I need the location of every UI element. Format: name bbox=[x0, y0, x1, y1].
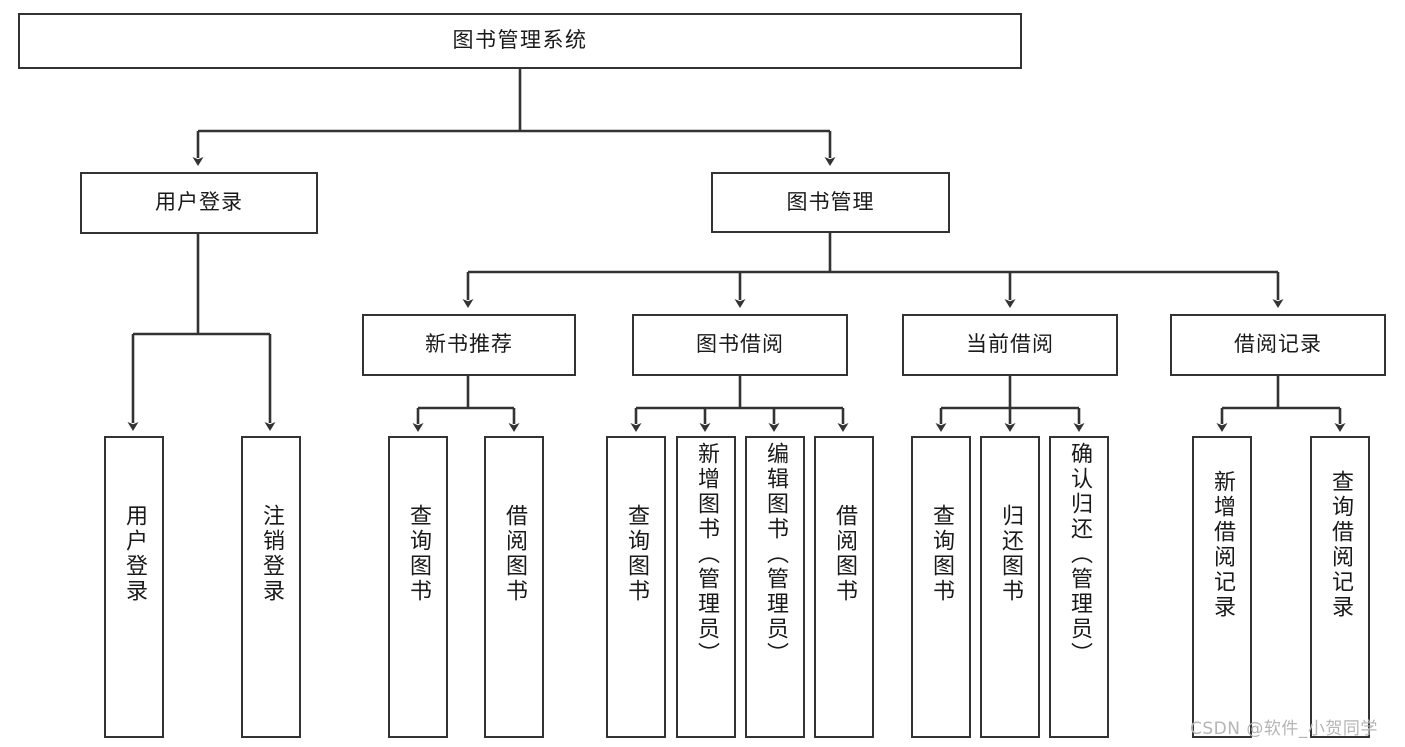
node-leaf-query-borrow-record[interactable]: 查询借阅记录 bbox=[1310, 436, 1370, 738]
node-leaf-add-borrow-record[interactable]: 新增借阅记录 bbox=[1192, 436, 1252, 738]
node-leaf-query-book-3-label: 查询图书 bbox=[929, 504, 954, 604]
node-new-book-recommend[interactable]: 新书推荐 bbox=[362, 314, 576, 376]
node-leaf-query-book-1-label: 查询图书 bbox=[406, 504, 431, 604]
node-leaf-return-book-label: 归还图书 bbox=[998, 504, 1023, 604]
node-leaf-edit-book-admin[interactable]: 编辑图书（管理员） bbox=[745, 436, 805, 738]
node-leaf-query-borrow-record-label: 查询借阅记录 bbox=[1328, 470, 1353, 620]
node-current-borrow-label: 当前借阅 bbox=[966, 332, 1054, 357]
node-leaf-add-borrow-record-label: 新增借阅记录 bbox=[1210, 470, 1235, 620]
node-user-login[interactable]: 用户登录 bbox=[80, 172, 318, 234]
node-leaf-borrow-book-1[interactable]: 借阅图书 bbox=[484, 436, 544, 738]
node-user-login-label: 用户登录 bbox=[155, 190, 243, 215]
node-leaf-return-book[interactable]: 归还图书 bbox=[980, 436, 1040, 738]
node-root-label: 图书管理系统 bbox=[452, 28, 588, 53]
node-leaf-query-book-3[interactable]: 查询图书 bbox=[911, 436, 971, 738]
node-new-book-recommend-label: 新书推荐 bbox=[425, 332, 513, 357]
node-leaf-query-book-1[interactable]: 查询图书 bbox=[388, 436, 448, 738]
node-book-management-label: 图书管理 bbox=[786, 189, 875, 214]
node-leaf-logout-login[interactable]: 注销登录 bbox=[241, 436, 301, 738]
node-leaf-add-book-admin-label: 新增图书（管理员） bbox=[694, 442, 719, 667]
node-leaf-confirm-return-admin[interactable]: 确认归还（管理员） bbox=[1049, 436, 1109, 738]
node-leaf-user-login-label: 用户登录 bbox=[122, 504, 147, 604]
node-leaf-user-login[interactable]: 用户登录 bbox=[104, 436, 164, 738]
node-leaf-confirm-return-admin-label: 确认归还（管理员） bbox=[1067, 442, 1092, 667]
node-leaf-add-book-admin[interactable]: 新增图书（管理员） bbox=[676, 436, 736, 738]
node-borrow-record[interactable]: 借阅记录 bbox=[1170, 314, 1386, 376]
node-current-borrow[interactable]: 当前借阅 bbox=[902, 314, 1118, 376]
watermark: CSDN @软件_小贺同学 bbox=[1190, 719, 1378, 739]
node-borrow-record-label: 借阅记录 bbox=[1234, 332, 1322, 357]
node-book-borrow[interactable]: 图书借阅 bbox=[632, 314, 848, 376]
node-leaf-borrow-book-2[interactable]: 借阅图书 bbox=[814, 436, 874, 738]
node-leaf-query-book-2[interactable]: 查询图书 bbox=[606, 436, 666, 738]
node-book-borrow-label: 图书借阅 bbox=[696, 332, 784, 357]
node-book-management[interactable]: 图书管理 bbox=[711, 172, 950, 233]
node-leaf-logout-login-label: 注销登录 bbox=[259, 504, 284, 604]
node-leaf-edit-book-admin-label: 编辑图书（管理员） bbox=[763, 442, 788, 667]
node-leaf-borrow-book-2-label: 借阅图书 bbox=[832, 504, 857, 604]
node-leaf-query-book-2-label: 查询图书 bbox=[624, 504, 649, 604]
node-root[interactable]: 图书管理系统 bbox=[18, 13, 1022, 69]
node-leaf-borrow-book-1-label: 借阅图书 bbox=[502, 504, 527, 604]
